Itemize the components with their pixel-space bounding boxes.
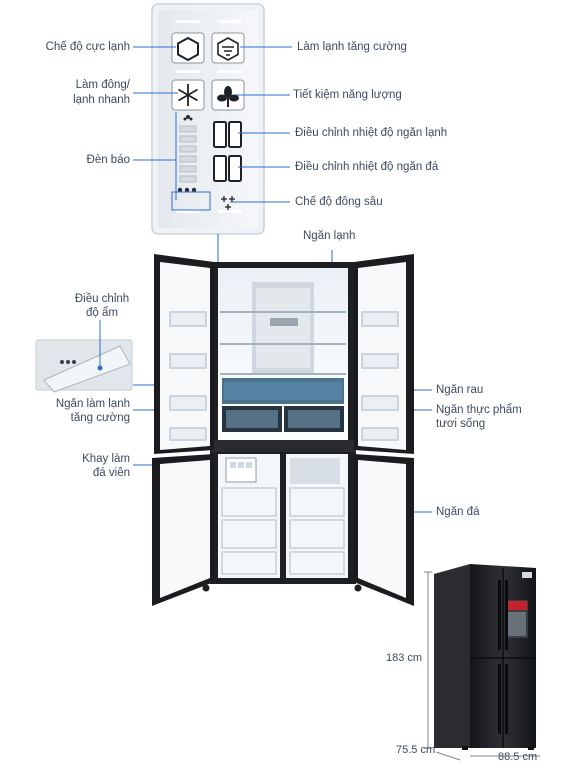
- label-fridge-temp: Điều chỉnh nhiệt độ ngăn lạnh: [295, 127, 448, 139]
- super-cool-hexagon-icon: [177, 36, 199, 62]
- dimension-depth: 75.5 cm: [396, 744, 436, 756]
- dimension-width: 88.5 cm: [498, 751, 538, 763]
- extra-cool-icon: [217, 37, 239, 61]
- label-energy-saving: Tiết kiệm năng lượng: [293, 89, 402, 101]
- label-ice-tray-line1: Khay làm: [82, 453, 130, 465]
- label-freezer-compartment: Ngăn đá: [436, 506, 480, 518]
- label-humidity-line2: độ ẩm: [86, 307, 118, 319]
- energy-saving-leaf-icon: [217, 86, 239, 107]
- label-fresh-food-line2: tươi sống: [436, 418, 486, 430]
- deep-freeze-icon: [221, 196, 235, 210]
- label-indicator: Đèn báo: [86, 154, 130, 166]
- indicator-lights: [177, 115, 197, 193]
- dimension-height: 183 cm: [386, 652, 423, 664]
- dimension-lines: [424, 571, 540, 761]
- humidity-control-inset: [35, 320, 133, 393]
- label-quick-freeze-line2: lạnh nhanh: [73, 94, 130, 106]
- fridge-open-illustration: [152, 254, 414, 606]
- label-quick-freeze-line1: Làm đông/: [75, 79, 130, 91]
- label-vegetable-drawer: Ngăn rau: [436, 384, 484, 396]
- label-extra-cool: Làm lạnh tăng cường: [297, 41, 407, 53]
- label-freezer-temp: Điều chỉnh nhiệt độ ngăn đá: [295, 161, 439, 173]
- label-fridge-compartment: Ngăn lạnh: [303, 230, 356, 242]
- temperature-displays: [213, 121, 242, 182]
- label-ice-tray-line2: đá viên: [92, 467, 130, 479]
- label-extra-cool-drawer-line2: tăng cường: [70, 412, 130, 424]
- quick-freeze-snowflake-icon: [178, 84, 198, 106]
- fridge-closed-illustration: [434, 564, 536, 750]
- label-humidity-line1: Điều chỉnh: [74, 293, 130, 305]
- label-fresh-food-line1: Ngăn thực phẩm: [436, 404, 522, 416]
- label-extra-cool-drawer-line1: Ngăn làm lạnh: [55, 398, 130, 410]
- label-deep-freeze: Chế độ đông sâu: [295, 196, 383, 208]
- label-super-cool: Chế độ cực lạnh: [45, 41, 130, 53]
- control-panel: [151, 3, 265, 235]
